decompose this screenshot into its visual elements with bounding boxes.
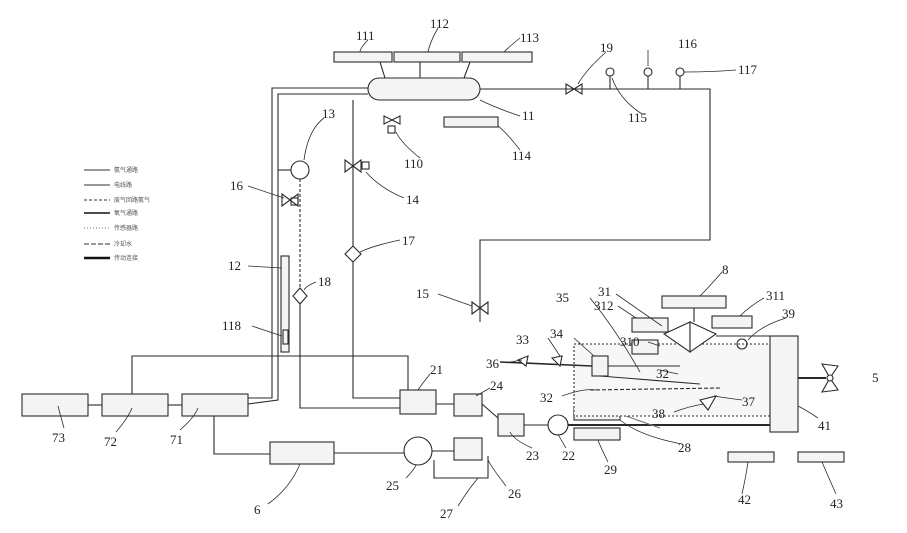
label-114: 114 [512,148,532,163]
legend-item: 氧气通路 [114,209,138,217]
label-31: 31 [598,284,611,299]
legend-lines [84,170,110,258]
component-71 [182,394,248,416]
label-15: 15 [416,286,429,301]
sensor-117 [676,68,684,76]
component-72 [102,394,168,416]
legend-item: 废气回路氨气 [114,196,150,204]
label-26: 26 [508,486,522,501]
label-27: 27 [440,506,454,521]
motor-22 [548,415,568,435]
legend-item: 传动连接 [114,254,138,262]
filter-17 [345,246,361,262]
engine-block [574,344,770,416]
component-312 [632,318,668,332]
legend-item: 氨气通路 [114,166,138,174]
label-13: 13 [322,106,335,121]
component-34 [592,356,608,376]
label-111: 111 [356,28,375,43]
label-17: 17 [402,233,416,248]
ammonia-tank-11 [368,78,480,100]
pump-13 [291,161,309,179]
label-42: 42 [738,492,751,507]
component-8 [662,296,726,308]
label-38: 38 [652,406,665,421]
label-11: 11 [522,108,535,123]
label-72: 72 [104,434,117,449]
label-36: 36 [486,356,500,371]
filter-18 [293,288,307,304]
label-8: 8 [722,262,729,277]
label-115: 115 [628,110,647,125]
label-24: 24 [490,378,504,393]
pump-25 [404,437,432,465]
component-113 [462,52,532,62]
label-116: 116 [678,36,698,51]
label-110: 110 [404,156,423,171]
label-14: 14 [406,192,420,207]
component-26 [454,438,482,460]
label-18: 18 [318,274,331,289]
label-32a: 32 [656,366,669,381]
label-29: 29 [604,462,617,477]
component-6 [270,442,334,464]
label-117: 117 [738,62,758,77]
component-23 [498,414,524,436]
label-21: 21 [430,362,443,377]
label-28: 28 [678,440,691,455]
sensor-115 [606,68,614,76]
label-32b: 32 [540,390,553,405]
legend-item: 传感器路 [114,224,138,232]
component-21 [400,390,436,414]
component-41 [770,336,798,432]
valve-110 [384,116,400,124]
component-43 [798,452,844,462]
component-311 [712,316,752,328]
component-111 [334,52,392,62]
label-16: 16 [230,178,244,193]
label-118: 118 [222,318,241,333]
label-71: 71 [170,432,183,447]
label-5: 5 [872,370,879,385]
valve-16 [282,194,298,206]
component-24 [454,394,482,416]
component-42 [728,452,774,462]
component-36 [518,356,528,366]
label-39: 39 [782,306,795,321]
component-29 [574,428,620,440]
sensor-116 [644,68,652,76]
label-25: 25 [386,478,399,493]
legend: 氨气通路 电线路 废气回路氨气 氧气通路 传感器路 冷却水 传动连接 [114,166,150,262]
label-43: 43 [830,496,843,511]
component-112 [394,52,460,62]
label-112: 112 [430,16,449,31]
legend-item: 电线路 [114,181,132,189]
label-73: 73 [52,430,65,445]
label-41: 41 [818,418,831,433]
label-34: 34 [550,326,564,341]
label-312: 312 [594,298,614,313]
label-12: 12 [228,258,241,273]
component-73 [22,394,88,416]
label-33: 33 [516,332,529,347]
label-23: 23 [526,448,539,463]
label-113: 113 [520,30,539,45]
label-22: 22 [562,448,575,463]
label-311: 311 [766,288,785,303]
label-37: 37 [742,394,756,409]
component-114 [444,117,498,127]
label-35: 35 [556,290,569,305]
legend-item: 冷却水 [114,240,132,248]
label-19: 19 [600,40,613,55]
label-310: 310 [620,334,640,349]
label-6: 6 [254,502,261,517]
